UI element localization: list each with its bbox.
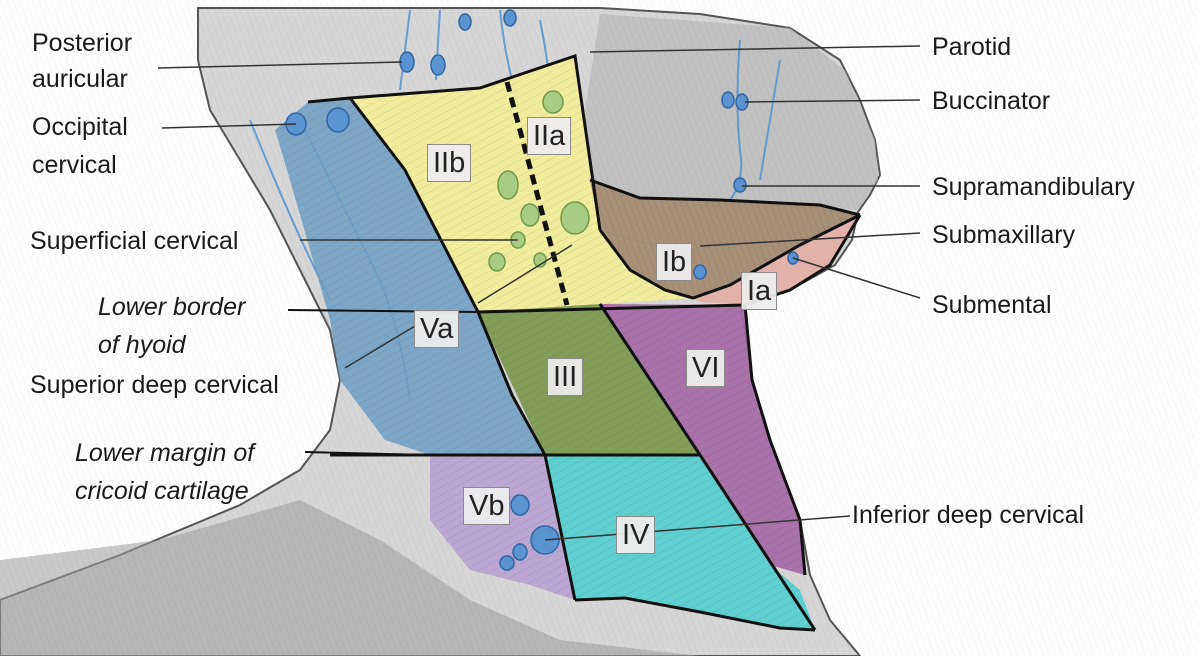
level-ib-label: Ib (656, 243, 692, 281)
label-occipital-line1: Occipital (32, 110, 128, 144)
level-iib-label: IIb (427, 144, 471, 182)
label-submaxillary: Submaxillary (932, 218, 1075, 252)
label-buccinator: Buccinator (932, 84, 1050, 118)
label-inferior-deep-cervical: Inferior deep cervical (852, 498, 1084, 532)
label-posterior-auricular-line2: auricular (32, 62, 128, 96)
label-lower-border-line2: of hyoid (98, 328, 186, 362)
level-vi-label: VI (686, 349, 725, 387)
label-submental: Submental (932, 288, 1052, 322)
label-supramandibulary: Supramandibulary (932, 170, 1135, 204)
label-parotid: Parotid (932, 30, 1011, 64)
level-va-label: Va (414, 310, 459, 348)
label-posterior-auricular-line1: Posterior (32, 26, 132, 60)
level-ia-label: Ia (741, 272, 777, 310)
label-lower-border-line1: Lower border (98, 290, 245, 324)
label-superficial-cervical: Superficial cervical (30, 224, 238, 258)
label-occipital-line2: cervical (32, 148, 117, 182)
label-lower-margin-line1: Lower margin of (75, 436, 254, 470)
level-iii-label: III (547, 358, 583, 396)
label-lower-margin-line2: cricoid cartilage (75, 474, 249, 508)
level-iia-label: IIa (527, 117, 571, 155)
level-iv-label: IV (616, 516, 655, 554)
label-superior-deep-cervical: Superior deep cervical (30, 368, 279, 402)
level-vb-label: Vb (463, 487, 510, 525)
